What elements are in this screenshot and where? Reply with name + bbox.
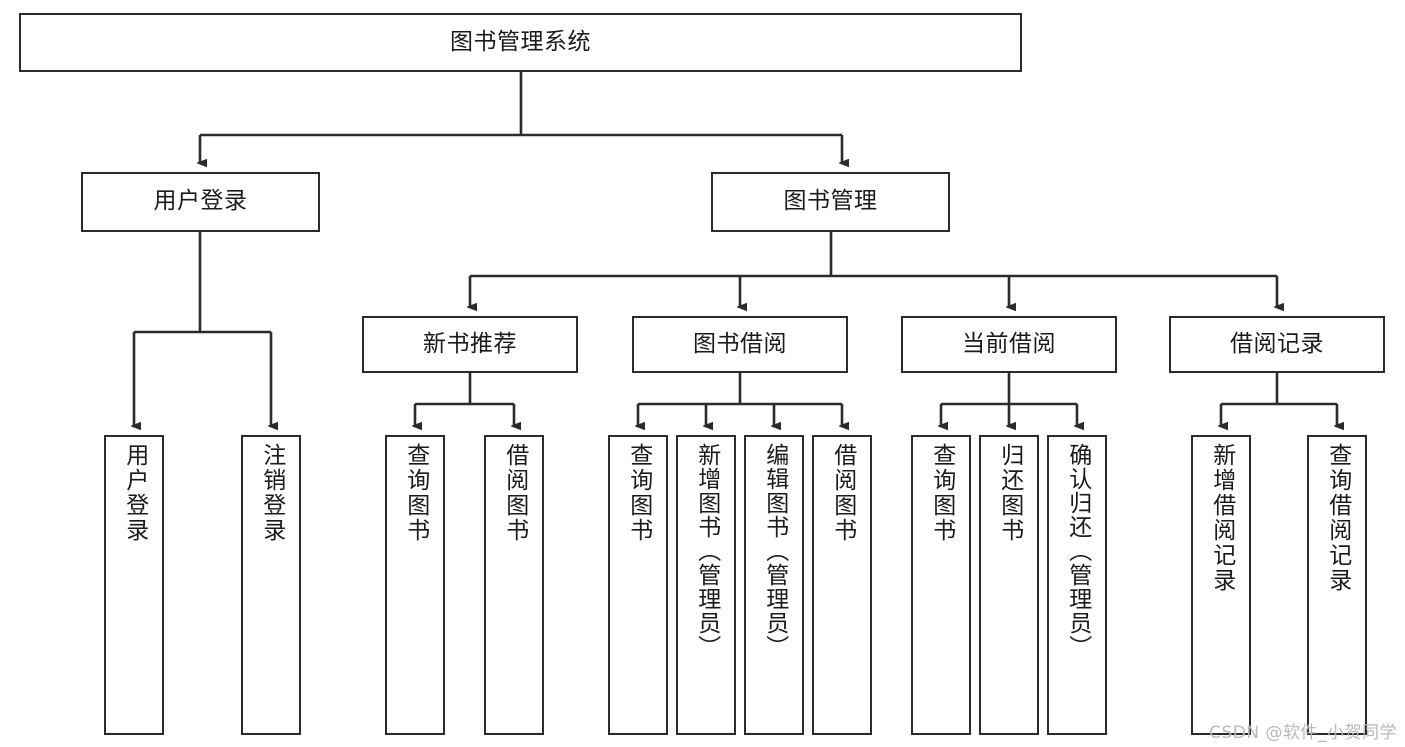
node-user-login[interactable]: 用户登录 — [81, 172, 320, 232]
leaf-borrow-book-recommend[interactable]: 借阅图书 — [484, 435, 544, 735]
node-label: 新书推荐 — [423, 330, 517, 357]
node-book-management[interactable]: 图书管理 — [711, 172, 950, 232]
node-label: 用户登录 — [121, 443, 148, 543]
leaf-query-book-borrow[interactable]: 查询图书 — [608, 435, 668, 735]
leaf-confirm-return-admin[interactable]: 确认归还（管理员） — [1047, 435, 1107, 735]
node-label: 借阅记录 — [1230, 330, 1324, 357]
node-label: 借阅图书 — [829, 443, 856, 543]
leaf-add-borrow-record[interactable]: 新增借阅记录 — [1191, 435, 1251, 735]
leaf-add-book-admin[interactable]: 新增图书（管理员） — [676, 435, 736, 735]
leaf-borrow-book[interactable]: 借阅图书 — [812, 435, 872, 735]
csdn-watermark: CSDN @软件_小贺同学 — [1209, 723, 1397, 743]
leaf-query-book-current[interactable]: 查询图书 — [911, 435, 971, 735]
node-new-book-recommend[interactable]: 新书推荐 — [362, 316, 578, 373]
leaf-return-book[interactable]: 归还图书 — [979, 435, 1039, 735]
node-label: 注销登录 — [258, 443, 285, 543]
node-borrow-record[interactable]: 借阅记录 — [1169, 316, 1385, 373]
node-label: 确认归还（管理员） — [1064, 443, 1091, 659]
node-label: 查询图书 — [625, 443, 652, 543]
leaf-query-borrow-record[interactable]: 查询借阅记录 — [1307, 435, 1367, 735]
leaf-edit-book-admin[interactable]: 编辑图书（管理员） — [744, 435, 804, 735]
node-label: 借阅图书 — [501, 443, 528, 543]
node-label: 图书管理 — [783, 188, 878, 215]
node-label: 新增图书（管理员） — [693, 443, 720, 659]
node-label: 查询借阅记录 — [1324, 443, 1351, 593]
node-label: 查询图书 — [928, 443, 955, 543]
node-current-borrow[interactable]: 当前借阅 — [901, 316, 1117, 373]
node-label: 新增借阅记录 — [1208, 443, 1235, 593]
node-label: 图书管理系统 — [450, 28, 591, 55]
node-label: 图书借阅 — [693, 330, 787, 357]
node-label: 编辑图书（管理员） — [761, 443, 788, 659]
node-label: 当前借阅 — [962, 330, 1056, 357]
leaf-user-login[interactable]: 用户登录 — [104, 435, 164, 735]
node-label: 归还图书 — [996, 443, 1023, 543]
node-root-book-management-system[interactable]: 图书管理系统 — [19, 13, 1022, 72]
node-book-borrow[interactable]: 图书借阅 — [632, 316, 848, 373]
leaf-logout[interactable]: 注销登录 — [241, 435, 301, 735]
leaf-query-book-recommend[interactable]: 查询图书 — [385, 435, 445, 735]
node-label: 用户登录 — [153, 188, 248, 215]
node-label: 查询图书 — [402, 443, 429, 543]
